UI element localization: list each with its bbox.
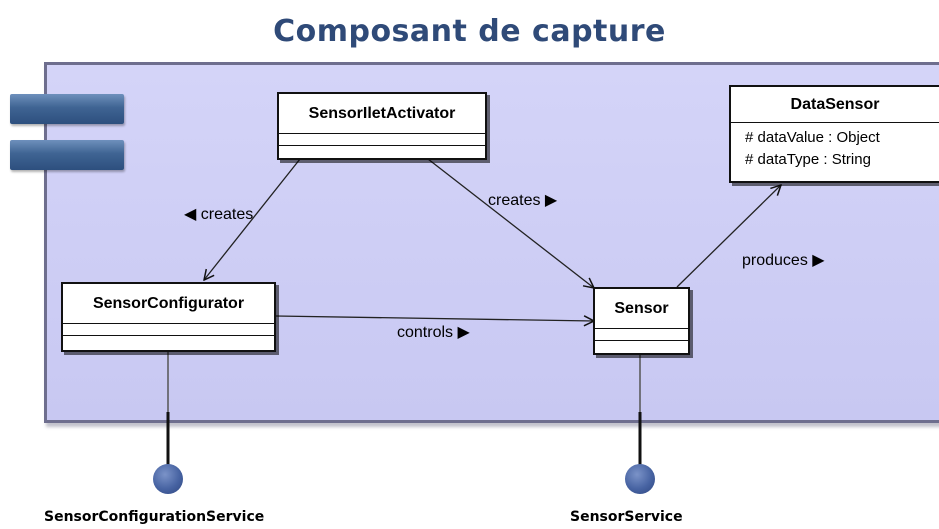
arrow-right-icon: ▶ — [544, 192, 558, 209]
class-operations-section — [63, 336, 274, 348]
attribute: # dataValue : Object — [745, 129, 880, 146]
relation-label: creates — [488, 192, 541, 209]
sensor-service-label: SensorService — [570, 509, 683, 525]
class-data-sensor[interactable]: DataSensor # dataValue : Object # dataTy… — [729, 85, 939, 183]
class-sensor-ilet-activator[interactable]: SensorIletActivator — [277, 92, 487, 160]
class-name: Sensor — [595, 289, 688, 329]
arrow-right-icon: ▶ — [457, 324, 470, 341]
creates-right-label: creates ▶ — [488, 190, 557, 210]
creates-right-edge — [427, 158, 594, 288]
class-attributes-section: # dataValue : Object # dataType : String — [731, 123, 939, 179]
class-attributes-section — [279, 134, 485, 146]
attribute: # dataType : String — [745, 151, 871, 168]
class-name: SensorIletActivator — [279, 94, 485, 134]
produces-label: produces ▶ — [742, 250, 825, 270]
creates-left-edge — [204, 158, 301, 280]
configuration-service-label: SensorConfigurationService — [44, 509, 265, 525]
produces-edge — [676, 185, 781, 288]
class-operations-section — [595, 341, 688, 353]
controls-edge — [275, 316, 594, 321]
relation-label: produces — [742, 252, 808, 269]
component-tab-icon — [10, 140, 124, 170]
arrow-right-icon: ▶ — [812, 252, 825, 269]
class-sensor-configurator[interactable]: SensorConfigurator — [61, 282, 276, 352]
relation-label: creates — [200, 206, 254, 223]
class-attributes-section — [63, 324, 274, 336]
arrow-left-icon: ◀ — [184, 206, 197, 223]
class-attributes-section — [595, 329, 688, 341]
class-name: DataSensor — [731, 87, 939, 123]
class-name: SensorConfigurator — [63, 284, 274, 324]
relation-label: controls — [397, 324, 454, 341]
diagram-title: Composant de capture — [273, 14, 666, 49]
sensor-service-port[interactable] — [625, 464, 655, 494]
component-tab-icon — [10, 94, 124, 124]
controls-label: controls ▶ — [397, 322, 470, 342]
class-sensor[interactable]: Sensor — [593, 287, 690, 355]
class-operations-section — [279, 146, 485, 158]
configuration-service-port[interactable] — [153, 464, 183, 494]
creates-left-label: ◀ creates — [184, 204, 253, 224]
